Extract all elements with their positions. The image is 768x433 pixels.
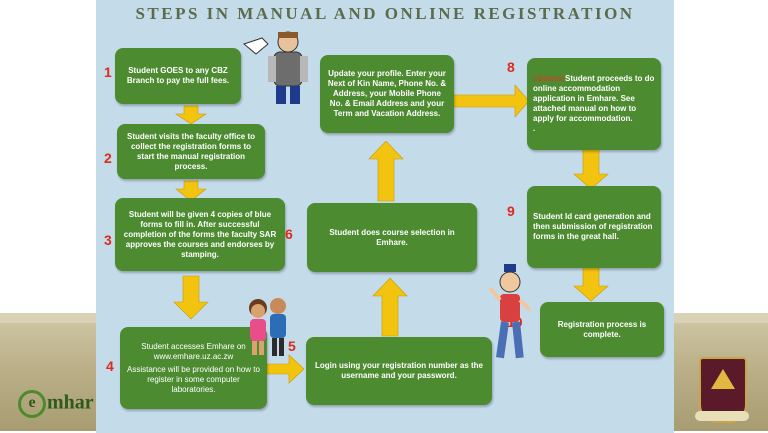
step-9-text: Student Id card generation and then subm…: [533, 212, 653, 241]
arrow-5-6: [372, 277, 408, 337]
step-7-text: Update your profile. Enter your Next of …: [327, 69, 447, 118]
arrow-7-8: [440, 84, 530, 118]
step-3-box: Student will be given 4 copies of blue f…: [115, 198, 285, 271]
step-2-number: 2: [104, 150, 112, 166]
step-4-text-1: Student accesses Emhare on www.emhare.uz…: [141, 341, 246, 361]
step-6-box: Student does course selection in Emhare.: [307, 203, 477, 272]
step-2-text: Student visits the faculty office to col…: [126, 131, 255, 171]
step-1-number: 1: [104, 64, 112, 80]
step-8-text: Student proceeds to do online accommodat…: [533, 74, 655, 123]
arrow-9-10: [573, 265, 609, 302]
step-5-text: Login using your registration number as …: [314, 361, 483, 380]
step-9-box: Student Id card generation and then subm…: [527, 186, 661, 268]
waving-student-icon: [488, 264, 532, 359]
diagram-title: STEPS IN MANUAL AND ONLINE REGISTRATION: [135, 4, 635, 23]
step-1-box: Student GOES to any CBZ Branch to pay th…: [115, 48, 241, 104]
logo-text: mhar: [47, 391, 94, 414]
arrow-8-9: [573, 145, 609, 190]
step-6-number: 6: [285, 226, 293, 242]
step-9-number: 9: [507, 203, 515, 219]
arrow-1-2: [175, 105, 207, 125]
arrow-4-5: [266, 354, 305, 384]
step-1-text: Student GOES to any CBZ Branch to pay th…: [126, 66, 230, 85]
step-2-box: Student visits the faculty office to col…: [117, 124, 265, 179]
step-8-optional-label: Optional:: [533, 74, 566, 83]
step-8-content: Optional:Student proceeds to do online a…: [533, 74, 655, 134]
step-4-box: Student accesses Emhare on www.emhare.uz…: [120, 327, 267, 409]
step-8-tail: .: [533, 124, 536, 133]
step-7-box: Update your profile. Enter your Next of …: [320, 55, 454, 133]
step-8-box: Optional:Student proceeds to do online a…: [527, 58, 661, 150]
step-3-number: 3: [104, 232, 112, 248]
step-5-number: 5: [288, 338, 296, 354]
step-5-box: Login using your registration number as …: [306, 337, 492, 405]
step-6-text: Student does course selection in Emhare.: [329, 227, 455, 247]
step-3-text: Student will be given 4 copies of blue f…: [123, 209, 277, 259]
step-8-number: 8: [507, 59, 515, 75]
step-4-number: 4: [106, 358, 114, 374]
arrow-3-4: [173, 275, 209, 320]
students-cartoon-icon: [249, 298, 286, 356]
student-with-pointing-hand-icon: [242, 31, 308, 104]
step-4-text-2: Assistance will be provided on how to re…: [127, 364, 260, 394]
university-crest-icon: [695, 357, 749, 423]
e-logo-icon: e: [18, 390, 46, 418]
arrow-6-7: [368, 140, 404, 202]
step-10-box: Registration process is complete.: [540, 302, 664, 357]
step-10-text: Registration process is complete.: [557, 319, 647, 339]
arrow-2-3: [175, 180, 207, 202]
